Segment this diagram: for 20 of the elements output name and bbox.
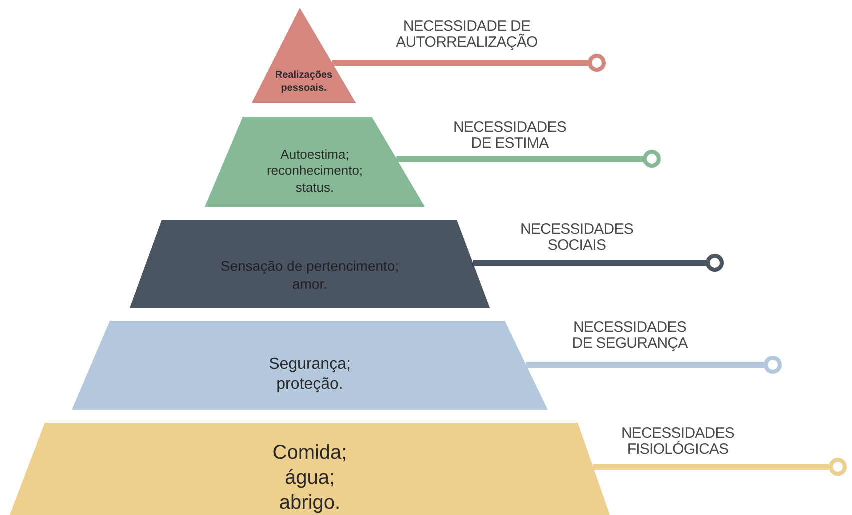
level-label: NECESSIDADE DE AUTORREALIZAÇÃO [395, 19, 539, 51]
pyramid-tier [130, 220, 490, 308]
pyramid-tier [205, 117, 425, 207]
tier-text: Segurança; proteção. [268, 355, 352, 395]
leader-line [396, 150, 661, 168]
tier-text: Comida; água; abrigo. [272, 441, 348, 515]
level-label: NECESSIDADES DE ESTIMA [452, 120, 568, 152]
level-label: NECESSIDADES SOCIAIS [519, 222, 635, 254]
pyramid-tier [10, 423, 610, 515]
level-label: NECESSIDADES DE SEGURANÇA [571, 320, 689, 352]
tier-text: Sensação de pertencimento; amor. [220, 258, 400, 293]
leader-line [332, 54, 606, 72]
pyramid-tier [252, 8, 356, 103]
level-label: NECESSIDADES FISIOLÓGICAS [620, 426, 736, 458]
pyramid-tier [72, 321, 548, 410]
tier-text: Autoestima; reconhecimento; status. [266, 147, 364, 196]
leader-line [526, 356, 782, 374]
leader-line [593, 458, 847, 476]
tier-text: Realizações pessoais. [274, 70, 334, 95]
leader-line [473, 254, 724, 272]
